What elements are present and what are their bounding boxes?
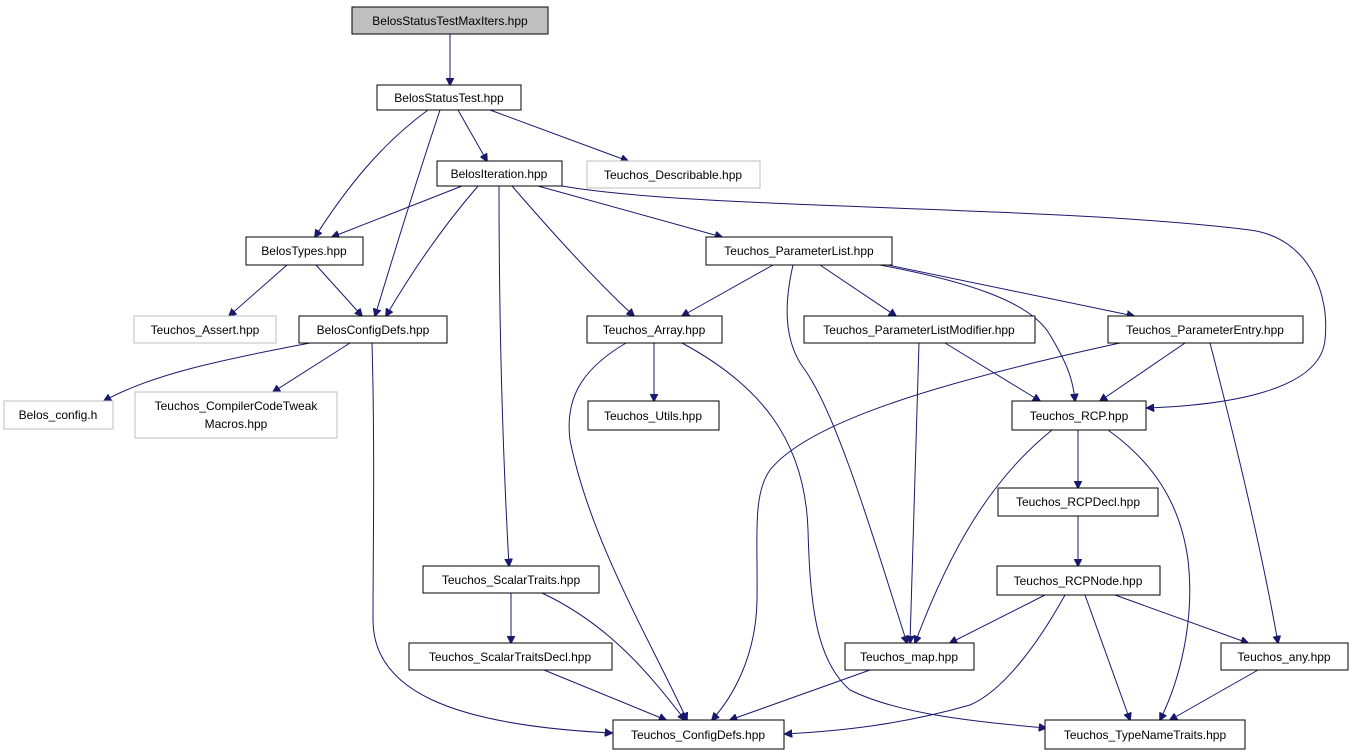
- edge-parameter-list-parameter-list-modifier: [819, 264, 896, 316]
- node-teuchos-describable[interactable]: Teuchos_Describable.hpp: [586, 160, 761, 189]
- node-label: BelosStatusTestMaxIters.hpp: [372, 14, 528, 28]
- node-label: Teuchos_Describable.hpp: [604, 168, 742, 182]
- edge-rcp-node-map: [950, 594, 1046, 643]
- node-teuchos-rcp[interactable]: Teuchos_RCP.hpp: [1011, 400, 1147, 431]
- node-belos-status-test-max-iters[interactable]: BelosStatusTestMaxIters.hpp: [351, 6, 549, 35]
- edge-parameter-entry-rcp: [1100, 342, 1186, 401]
- edge-parameter-list-modifier-map: [910, 342, 920, 643]
- node-label: Teuchos_ParameterList.hpp: [724, 244, 874, 258]
- node-belos-types[interactable]: BelosTypes.hpp: [245, 236, 364, 266]
- edge-status-test-describable: [489, 109, 628, 161]
- node-label: Teuchos_any.hpp: [1237, 650, 1331, 664]
- nodes-layer: BelosStatusTestMaxIters.hpp BelosStatusT…: [3, 6, 1349, 750]
- node-teuchos-parameter-entry[interactable]: Teuchos_ParameterEntry.hpp: [1107, 315, 1304, 344]
- node-label: BelosIteration.hpp: [451, 167, 548, 181]
- node-teuchos-rcp-node[interactable]: Teuchos_RCPNode.hpp: [996, 565, 1161, 596]
- node-teuchos-map[interactable]: Teuchos_map.hpp: [844, 642, 975, 671]
- node-teuchos-utils[interactable]: Teuchos_Utils.hpp: [587, 400, 720, 431]
- node-label: Teuchos_Utils.hpp: [604, 409, 702, 423]
- edge-iteration-rcp: [561, 185, 1327, 408]
- edge-rcp-node-type-name-traits: [1084, 594, 1130, 720]
- node-label: Belos_config.h: [19, 408, 98, 422]
- node-belos-config-defs[interactable]: BelosConfigDefs.hpp: [298, 315, 448, 344]
- node-label: Teuchos_Assert.hpp: [151, 323, 260, 337]
- node-teuchos-assert[interactable]: Teuchos_Assert.hpp: [133, 315, 277, 344]
- edge-scalar-traits-config-defs: [541, 592, 685, 720]
- node-teuchos-scalar-traits-decl[interactable]: Teuchos_ScalarTraitsDecl.hpp: [408, 642, 613, 671]
- edge-iteration-types: [332, 185, 463, 237]
- edge-types-config-defs-belos: [315, 264, 362, 316]
- node-label: BelosStatusTest.hpp: [394, 91, 504, 105]
- node-belos-status-test[interactable]: BelosStatusTest.hpp: [376, 84, 522, 111]
- edge-status-test-config-defs-belos: [375, 109, 441, 316]
- node-teuchos-config-defs[interactable]: Teuchos_ConfigDefs.hpp: [612, 719, 785, 750]
- edges-layer: [104, 34, 1327, 734]
- edge-types-assert: [229, 264, 288, 316]
- edge-scalar-traits-decl-config-defs: [543, 669, 666, 720]
- node-teuchos-any[interactable]: Teuchos_any.hpp: [1220, 642, 1349, 671]
- node-teuchos-parameter-list-modifier[interactable]: Teuchos_ParameterListModifier.hpp: [803, 315, 1036, 344]
- edge-iteration-scalar-traits: [498, 185, 509, 566]
- node-label-line-1: Teuchos_CompilerCodeTweak: [155, 399, 319, 413]
- node-teuchos-parameter-list[interactable]: Teuchos_ParameterList.hpp: [705, 236, 893, 266]
- node-teuchos-rcp-decl[interactable]: Teuchos_RCPDecl.hpp: [997, 487, 1159, 517]
- node-label: Teuchos_ConfigDefs.hpp: [631, 728, 765, 742]
- edge-status-test-iteration: [457, 109, 487, 161]
- edge-rcp-node-config-defs: [785, 594, 1066, 734]
- node-label: Teuchos_ScalarTraits.hpp: [442, 573, 581, 587]
- edge-rcp-map: [915, 429, 1053, 643]
- edge-rcp-type-name-traits: [1107, 429, 1191, 720]
- node-label: BelosConfigDefs.hpp: [317, 323, 430, 337]
- node-label: BelosTypes.hpp: [261, 244, 347, 258]
- edge-parameter-list-array: [682, 264, 774, 316]
- node-label: Teuchos_ScalarTraitsDecl.hpp: [429, 650, 592, 664]
- edge-iteration-parameter-list: [537, 185, 722, 237]
- node-label: Teuchos_ParameterEntry.hpp: [1126, 323, 1284, 337]
- edge-parameter-list-parameter-entry: [887, 264, 1134, 316]
- edge-any-type-name-traits: [1170, 669, 1259, 720]
- node-label: Teuchos_ParameterListModifier.hpp: [823, 323, 1015, 337]
- edge-config-defs-belos-belos-config: [104, 342, 311, 401]
- node-belos-config[interactable]: Belos_config.h: [3, 400, 114, 430]
- edge-map-config-defs: [730, 669, 871, 720]
- edge-iteration-array: [511, 185, 634, 316]
- node-label: Teuchos_RCPNode.hpp: [1014, 574, 1143, 588]
- edge-parameter-entry-any: [1209, 342, 1278, 643]
- node-label: Teuchos_RCPDecl.hpp: [1016, 495, 1140, 509]
- edge-iteration-config-defs-belos: [386, 185, 479, 316]
- edge-parameter-entry-config-defs: [712, 342, 1121, 720]
- node-teuchos-array[interactable]: Teuchos_Array.hpp: [586, 315, 723, 344]
- node-label: Teuchos_map.hpp: [860, 650, 958, 664]
- edge-rcp-node-any: [1114, 594, 1248, 643]
- edge-status-test-types: [315, 109, 429, 237]
- node-label: Teuchos_RCP.hpp: [1030, 409, 1129, 423]
- edge-config-defs-belos-config-defs: [371, 342, 612, 733]
- edge-parameter-list-map: [786, 264, 907, 643]
- node-teuchos-type-name-traits[interactable]: Teuchos_TypeNameTraits.hpp: [1044, 719, 1246, 750]
- edge-parameter-list-rcp: [879, 264, 1075, 401]
- node-teuchos-compiler-code-tweak-macros[interactable]: Teuchos_CompilerCodeTweak Macros.hpp: [134, 391, 338, 439]
- node-teuchos-scalar-traits[interactable]: Teuchos_ScalarTraits.hpp: [422, 565, 600, 594]
- node-label: Teuchos_Array.hpp: [603, 323, 706, 337]
- node-label: Teuchos_TypeNameTraits.hpp: [1064, 728, 1227, 742]
- node-belos-iteration[interactable]: BelosIteration.hpp: [436, 160, 563, 187]
- edge-array-config-defs: [568, 342, 687, 720]
- edge-config-defs-belos-compiler-code-tweak: [273, 342, 351, 392]
- node-label-line-2: Macros.hpp: [205, 417, 268, 431]
- edge-parameter-list-modifier-rcp: [944, 342, 1040, 401]
- edge-array-type-name-traits: [681, 342, 1046, 728]
